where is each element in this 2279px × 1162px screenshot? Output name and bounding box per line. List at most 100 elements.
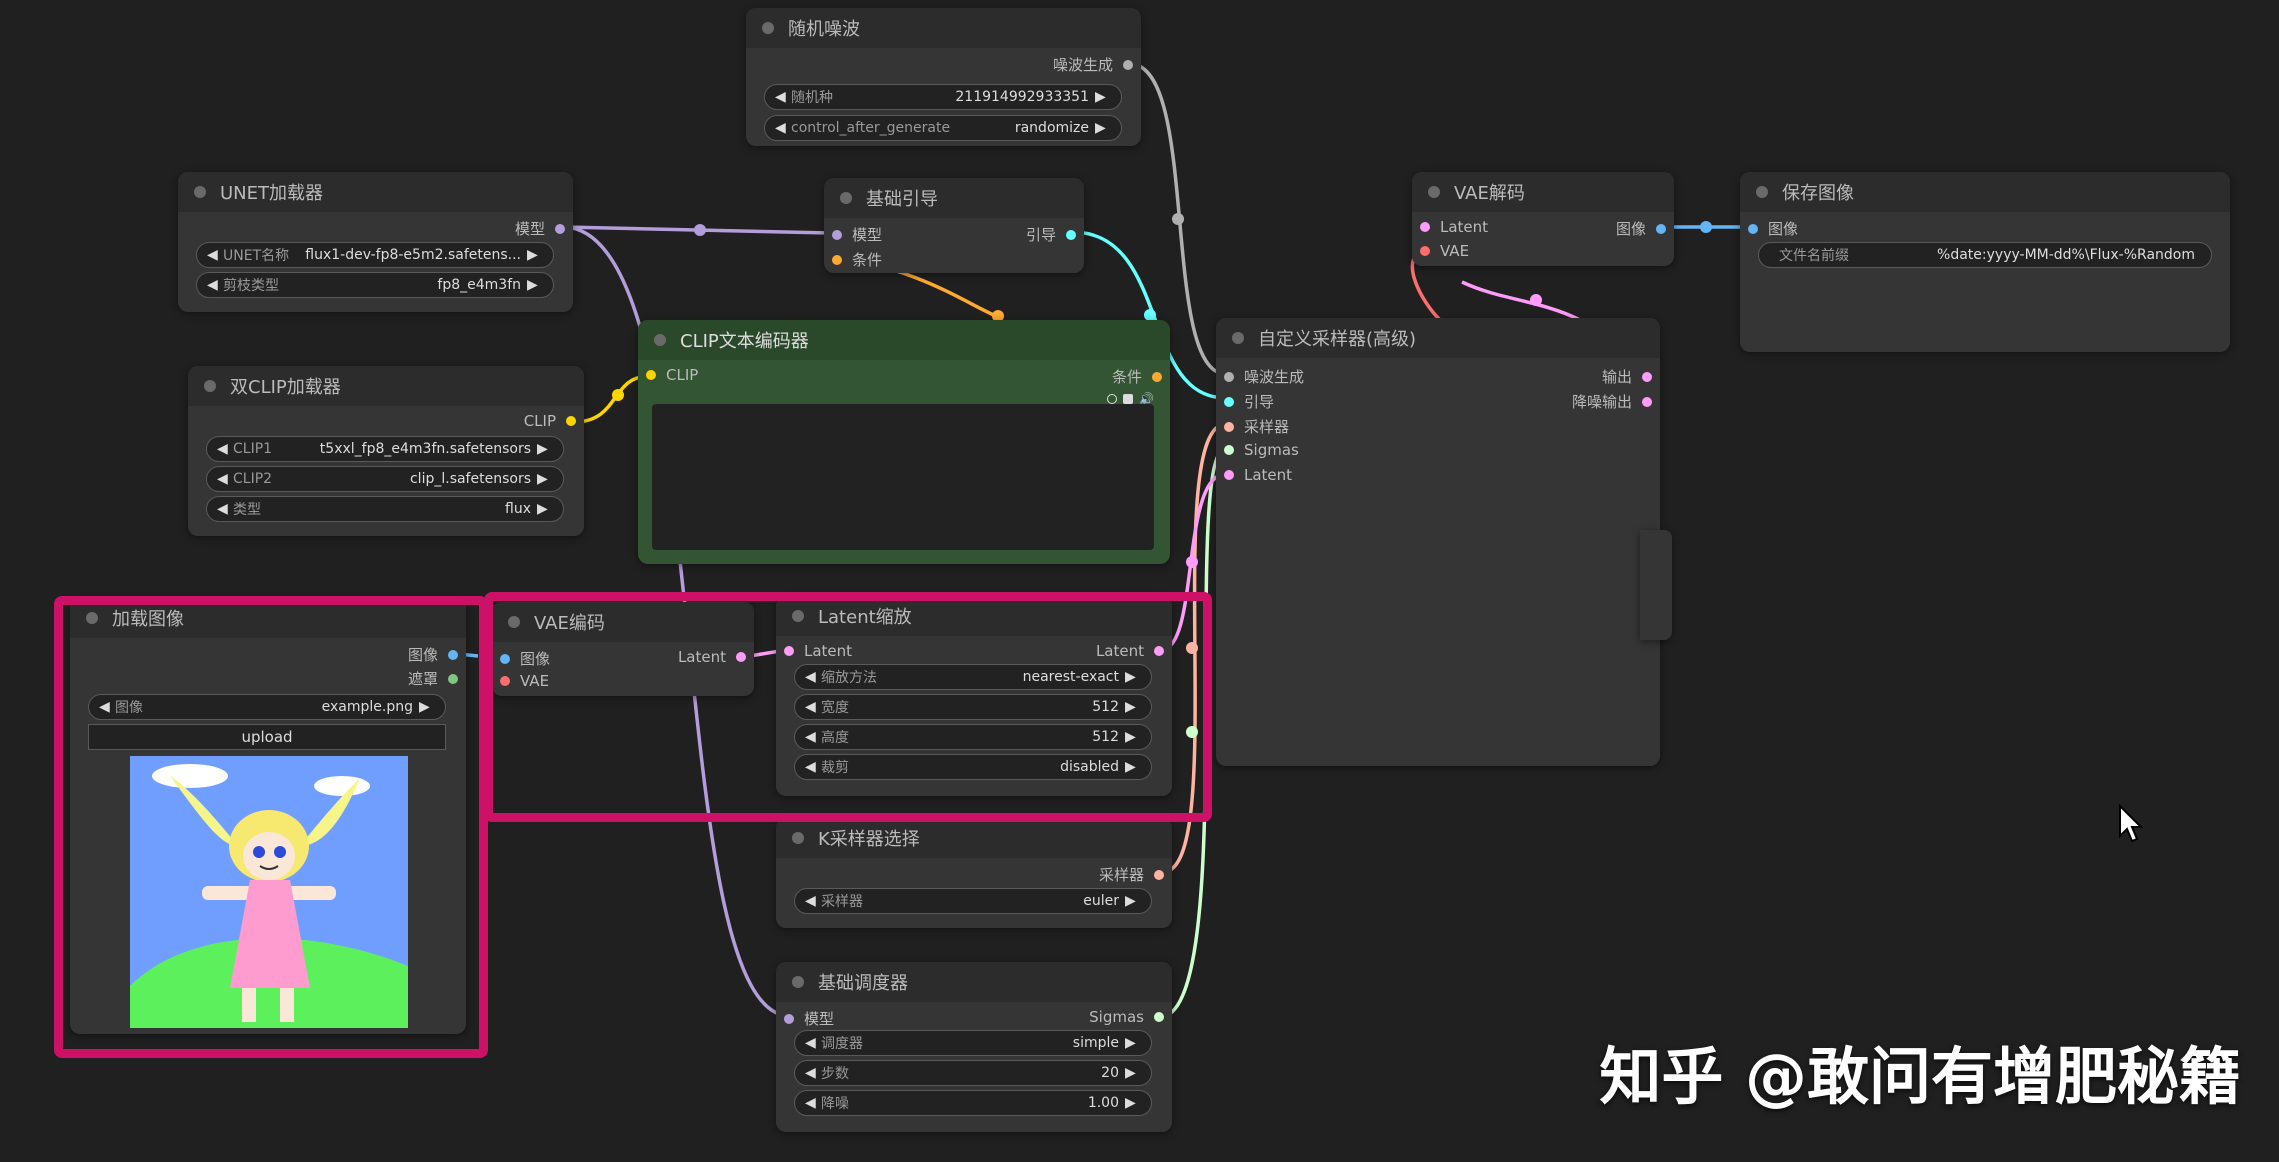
node-title[interactable]: 加载图像 xyxy=(70,598,466,638)
decrement-arrow[interactable]: ◀ xyxy=(805,1065,816,1081)
output-mask[interactable]: 遮罩 xyxy=(408,668,458,689)
output-latent[interactable]: Latent xyxy=(678,648,746,666)
increment-arrow[interactable]: ▶ xyxy=(1125,1095,1136,1111)
collapse-dot[interactable] xyxy=(792,610,804,622)
node-title[interactable]: 随机噪波 xyxy=(746,8,1141,48)
slot-dot[interactable] xyxy=(448,673,458,684)
reroute-dot[interactable] xyxy=(1700,221,1712,233)
slot-dot[interactable] xyxy=(1123,59,1133,70)
input-model[interactable]: 模型 xyxy=(784,1008,834,1029)
speaker-icon[interactable]: 🔊 xyxy=(1139,392,1154,406)
filename-prefix-widget[interactable]: 文件名前缀%date:yyyy-MM-dd%\Flux-%Random xyxy=(1758,242,2212,268)
increment-arrow[interactable]: ▶ xyxy=(537,441,548,457)
collapse-dot[interactable] xyxy=(1232,332,1244,344)
output-image[interactable]: 图像 xyxy=(1616,218,1666,239)
toggle-circle-icon[interactable] xyxy=(1107,394,1118,404)
slot-dot[interactable] xyxy=(1642,371,1652,382)
collapse-dot[interactable] xyxy=(762,22,774,34)
slot-dot[interactable] xyxy=(448,649,458,660)
slot-dot[interactable] xyxy=(1224,470,1234,480)
input-image[interactable]: 图像 xyxy=(1748,218,1798,239)
decrement-arrow[interactable]: ◀ xyxy=(805,1095,816,1111)
increment-arrow[interactable]: ▶ xyxy=(537,501,548,517)
collapse-dot[interactable] xyxy=(792,832,804,844)
increment-arrow[interactable]: ▶ xyxy=(527,247,538,263)
slot-dot[interactable] xyxy=(1154,869,1164,880)
slot-dot[interactable] xyxy=(1224,396,1234,407)
collapse-dot[interactable] xyxy=(792,976,804,988)
input-guider[interactable]: 引导 xyxy=(1224,391,1274,412)
slot-dot[interactable] xyxy=(646,370,656,380)
decrement-arrow[interactable]: ◀ xyxy=(805,669,816,685)
slot-dot[interactable] xyxy=(500,676,510,686)
input-conditioning[interactable]: 条件 xyxy=(832,249,882,270)
decrement-arrow[interactable]: ◀ xyxy=(207,277,218,293)
upload-button[interactable]: upload xyxy=(88,724,446,750)
slot-dot[interactable] xyxy=(1066,229,1076,240)
slot-dot[interactable] xyxy=(736,652,746,662)
output-noise[interactable]: 噪波生成 xyxy=(1053,54,1133,75)
slot-dot[interactable] xyxy=(832,254,842,265)
reroute-dot[interactable] xyxy=(1186,642,1198,654)
increment-arrow[interactable]: ▶ xyxy=(1125,1035,1136,1051)
output-model[interactable]: 模型 xyxy=(515,218,565,239)
increment-arrow[interactable]: ▶ xyxy=(1095,120,1106,136)
increment-arrow[interactable]: ▶ xyxy=(1125,893,1136,909)
increment-arrow[interactable]: ▶ xyxy=(1125,759,1136,775)
slot-dot[interactable] xyxy=(1154,1012,1164,1022)
decrement-arrow[interactable]: ◀ xyxy=(99,699,110,715)
decrement-arrow[interactable]: ◀ xyxy=(775,89,786,105)
node-vae-encode[interactable]: VAE编码 图像 VAE Latent xyxy=(492,602,754,696)
slot-dot[interactable] xyxy=(500,653,510,664)
input-sampler[interactable]: 采样器 xyxy=(1224,416,1289,437)
input-latent[interactable]: Latent xyxy=(1224,466,1292,484)
node-title[interactable]: Latent缩放 xyxy=(776,596,1172,636)
input-vae[interactable]: VAE xyxy=(1420,242,1469,260)
collapse-dot[interactable] xyxy=(840,192,852,204)
decrement-arrow[interactable]: ◀ xyxy=(805,729,816,745)
output-latent[interactable]: Latent xyxy=(1096,642,1164,660)
node-title[interactable]: VAE解码 xyxy=(1412,172,1674,212)
collapse-dot[interactable] xyxy=(86,612,98,624)
decrement-arrow[interactable]: ◀ xyxy=(217,441,228,457)
reroute-dot[interactable] xyxy=(1530,294,1542,306)
slot-dot[interactable] xyxy=(1642,396,1652,407)
increment-arrow[interactable]: ▶ xyxy=(1125,1065,1136,1081)
decrement-arrow[interactable]: ◀ xyxy=(805,1035,816,1051)
reroute-dot[interactable] xyxy=(694,224,706,236)
slot-dot[interactable] xyxy=(1224,371,1234,382)
input-model[interactable]: 模型 xyxy=(832,224,882,245)
node-title[interactable]: UNET加载器 xyxy=(178,172,573,212)
decrement-arrow[interactable]: ◀ xyxy=(217,471,228,487)
output-guider[interactable]: 引导 xyxy=(1026,224,1076,245)
increment-arrow[interactable]: ▶ xyxy=(1095,89,1106,105)
output-image[interactable]: 图像 xyxy=(408,644,458,665)
slot-dot[interactable] xyxy=(1420,222,1430,232)
output-sampler[interactable]: 采样器 xyxy=(1099,864,1164,885)
output-output[interactable]: 输出 xyxy=(1602,366,1652,387)
node-basic-guider[interactable]: 基础引导 模型 条件 引导 xyxy=(824,178,1084,273)
collapse-dot[interactable] xyxy=(204,380,216,392)
checkbox-icon[interactable] xyxy=(1123,394,1134,404)
decrement-arrow[interactable]: ◀ xyxy=(775,120,786,136)
reroute-dot[interactable] xyxy=(1186,556,1198,568)
increment-arrow[interactable]: ▶ xyxy=(1125,669,1136,685)
reroute-dot[interactable] xyxy=(612,389,624,401)
slot-dot[interactable] xyxy=(1748,223,1758,234)
node-title[interactable]: 双CLIP加载器 xyxy=(188,366,584,406)
slot-dot[interactable] xyxy=(1420,246,1430,256)
slot-dot[interactable] xyxy=(1152,371,1162,382)
